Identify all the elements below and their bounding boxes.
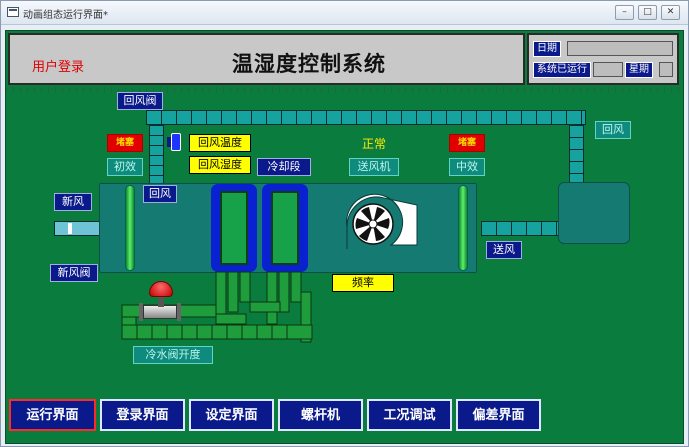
- weekday-value: [659, 62, 673, 77]
- maximize-button[interactable]: □: [638, 5, 657, 20]
- right-riser-duct: [569, 125, 584, 199]
- top-duct: [146, 110, 586, 125]
- return-chamber: [558, 182, 630, 244]
- medium-filter-blocked-badge: 堵塞: [449, 134, 485, 152]
- cooling-coil-1: [211, 184, 257, 272]
- return-temp-label: 回风温度: [189, 134, 251, 152]
- date-value: [567, 41, 673, 56]
- medium-filter-label: 中效: [449, 158, 485, 176]
- chilled-valve-opening-label: 冷水阀开度: [133, 346, 213, 364]
- cooling-section-label: 冷却段: [257, 158, 311, 176]
- return-humidity-label: 回风湿度: [189, 156, 251, 174]
- medium-filter: [458, 185, 468, 271]
- window-icon: [7, 7, 19, 17]
- info-panel: 日期 系统已运行 星期: [527, 33, 679, 85]
- primary-filter: [125, 185, 135, 271]
- minimize-button[interactable]: –: [615, 5, 634, 20]
- header-panel: 用户登录 温湿度控制系统: [8, 33, 525, 85]
- supply-fan-icon: [346, 193, 418, 249]
- runtime-value: [593, 62, 623, 77]
- valve-flange-right: [177, 303, 181, 321]
- chilled-water-piping: [121, 271, 313, 343]
- fresh-air-damper-icon: [68, 223, 72, 234]
- page-title: 温湿度控制系统: [232, 51, 386, 76]
- date-label: 日期: [533, 41, 561, 57]
- scada-canvas: 用户登录 温湿度控制系统 日期 系统已运行 星期: [5, 30, 684, 444]
- nav-condition-debug[interactable]: 工况调试: [367, 399, 452, 431]
- valve-body: [143, 305, 177, 319]
- frequency-label: 频率: [332, 274, 394, 292]
- left-riser-duct: [149, 125, 164, 185]
- ruler-strip: [6, 87, 683, 93]
- nav-login-screen[interactable]: 登录界面: [100, 399, 185, 431]
- bottom-nav: 运行界面 登录界面 设定界面 螺杆机 工况调试 偏差界面: [6, 399, 683, 443]
- nav-deviation-screen[interactable]: 偏差界面: [456, 399, 541, 431]
- user-login-link[interactable]: 用户登录: [32, 60, 85, 75]
- fresh-air-label: 新风: [54, 193, 92, 211]
- supply-air-label: 送风: [486, 241, 522, 259]
- primary-filter-blocked-badge: 堵塞: [107, 134, 143, 152]
- valve-flange-left: [139, 303, 143, 321]
- supply-fan-label: 送风机: [349, 158, 399, 176]
- nav-screw-chiller[interactable]: 螺杆机: [278, 399, 363, 431]
- return-air-label: 回风: [595, 121, 631, 139]
- return-air-valve-label: 回风阀: [117, 92, 163, 110]
- valve-stem: [158, 293, 164, 307]
- nav-settings-screen[interactable]: 设定界面: [189, 399, 274, 431]
- temp-sensor-icon: [171, 133, 181, 151]
- close-button[interactable]: ✕: [661, 5, 680, 20]
- temp-sensor-base: [167, 137, 171, 147]
- primary-filter-label: 初效: [107, 158, 143, 176]
- fresh-air-valve-label: 新风阀: [50, 264, 98, 282]
- cooling-coil-2: [262, 184, 308, 272]
- fan-status-text: 正常: [361, 137, 386, 151]
- chilled-water-valve-icon[interactable]: [149, 281, 173, 297]
- window-title: 动画组态运行界面*: [23, 10, 108, 21]
- return-air-inner-label: 回风: [143, 185, 177, 203]
- nav-run-screen[interactable]: 运行界面: [9, 399, 96, 431]
- title-bar: 动画组态运行界面* – □ ✕: [1, 1, 688, 25]
- weekday-label: 星期: [625, 62, 653, 78]
- runtime-label: 系统已运行: [533, 62, 591, 78]
